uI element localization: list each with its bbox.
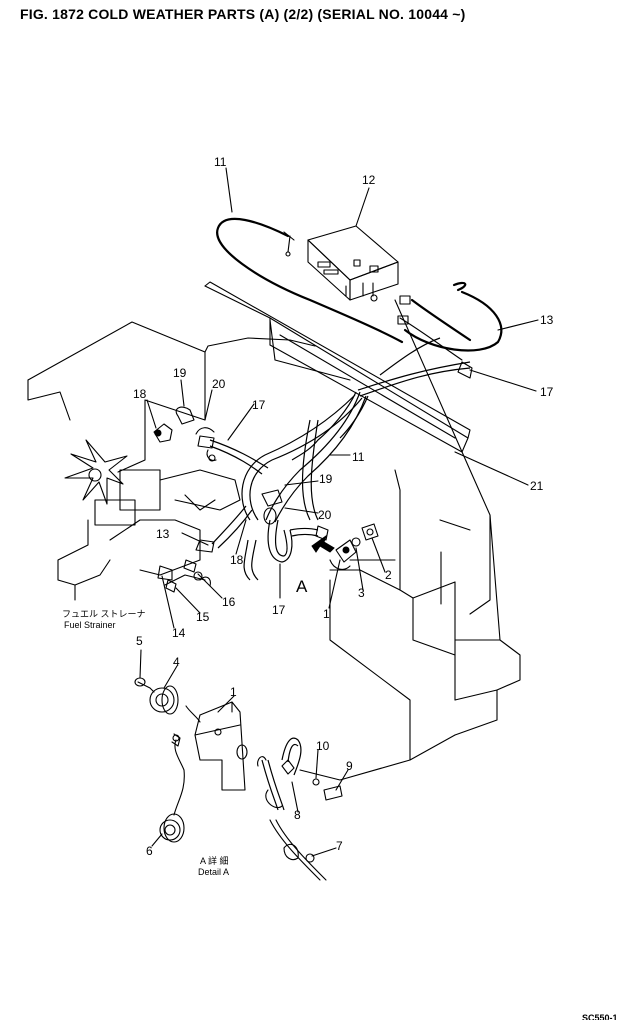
callout-number: 19 xyxy=(173,366,187,380)
callout-number: 17 xyxy=(252,398,266,412)
sensor-bracket-area xyxy=(311,523,379,570)
callout-numbers: 11 12 13 17 21 18 19 20 17 11 19 20 13 1… xyxy=(133,155,554,858)
hose-bundle xyxy=(241,337,471,581)
fuel-strainer-label: Fuel Strainer xyxy=(64,620,116,630)
callout-number: 11 xyxy=(214,155,227,169)
callout-number: 1 xyxy=(230,685,237,699)
callout-number: 9 xyxy=(346,759,353,773)
page-title: FIG. 1872 COLD WEATHER PARTS (A) (2/2) (… xyxy=(20,6,466,22)
cable-13 xyxy=(397,281,503,361)
callout-number: 20 xyxy=(212,377,226,391)
hose-13-lower xyxy=(157,505,253,593)
control-box xyxy=(307,225,399,302)
callout-number: 10 xyxy=(316,739,330,753)
callout-number: 18 xyxy=(230,553,244,567)
callout-number: 2 xyxy=(385,568,392,582)
callout-number: 4 xyxy=(173,655,180,669)
callout-number: 1 xyxy=(323,607,330,621)
callout-number: 5 xyxy=(136,634,143,648)
callout-number: 6 xyxy=(146,844,153,858)
view-marker-a: A xyxy=(296,577,308,596)
callout-number: 13 xyxy=(540,313,554,327)
engine-block-left xyxy=(27,321,241,601)
callout-number: 12 xyxy=(362,173,376,187)
callout-number: 17 xyxy=(540,385,554,399)
callout-number: 16 xyxy=(222,595,236,609)
fuel-strainer-label-jp: フュエル ストレーナ xyxy=(62,609,146,619)
callout-number: 8 xyxy=(294,808,301,822)
hose-17-lower xyxy=(261,489,329,563)
detail-a-label: Detail A xyxy=(198,867,229,877)
leader-lines xyxy=(139,167,539,857)
engine-frame-outline xyxy=(204,299,521,781)
callout-number: 14 xyxy=(172,626,186,640)
callout-number: 13 xyxy=(156,527,170,541)
callout-number: 21 xyxy=(530,479,544,493)
callout-number: 17 xyxy=(272,603,286,617)
document-code: SC550-1 xyxy=(582,1013,618,1020)
callout-number: 11 xyxy=(352,450,365,464)
detail-a-label-jp: A 詳 細 xyxy=(200,855,229,866)
detail-a-assembly xyxy=(134,677,343,881)
callout-number: 7 xyxy=(336,839,343,853)
callout-number: 15 xyxy=(196,610,210,624)
callout-number: 19 xyxy=(319,472,333,486)
callout-number: 20 xyxy=(318,508,332,522)
callout-number: 18 xyxy=(133,387,147,401)
cable-11 xyxy=(216,217,404,344)
panel-21 xyxy=(204,281,473,453)
callout-number: 3 xyxy=(358,586,365,600)
hose-17-left xyxy=(153,406,269,475)
